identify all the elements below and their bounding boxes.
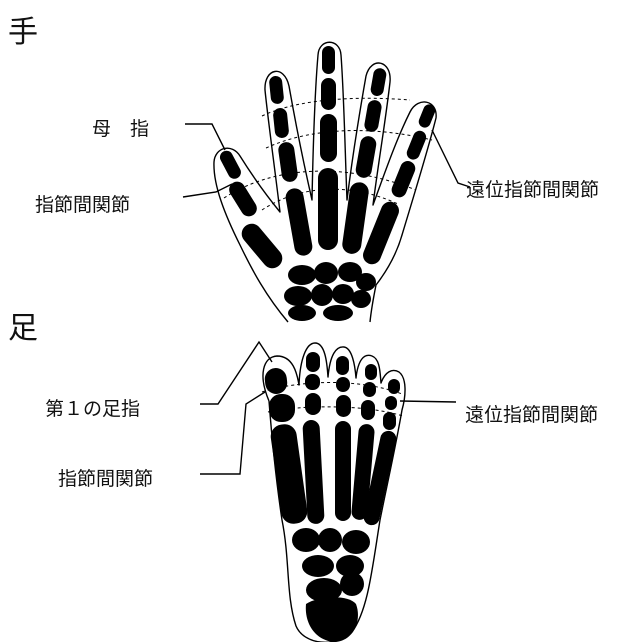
thumb-leader [185,124,225,150]
hand-distal-leader [432,130,470,187]
hand-bones [218,46,437,321]
hand-thumb-label: 母 指 [92,120,149,139]
foot-section-title: 足 [8,314,38,344]
foot-distal-leader [400,401,456,402]
hand-figure [183,42,470,322]
foot-big-toe-label: 第１の足指 [45,400,140,419]
foot-figure [200,342,456,642]
foot-leader-lines [200,342,456,474]
hand-interphalangeal-label: 指節間関節 [35,196,130,215]
foot-bones [264,352,400,642]
foot-interphalangeal-label: 指節間関節 [58,470,153,489]
hand-distal-interphalangeal-label: 遠位指節間関節 [466,181,599,200]
hand-section-title: 手 [8,18,38,48]
hand-interphalangeal-leader [183,184,232,197]
foot-distal-interphalangeal-label: 遠位指節間関節 [465,406,598,425]
